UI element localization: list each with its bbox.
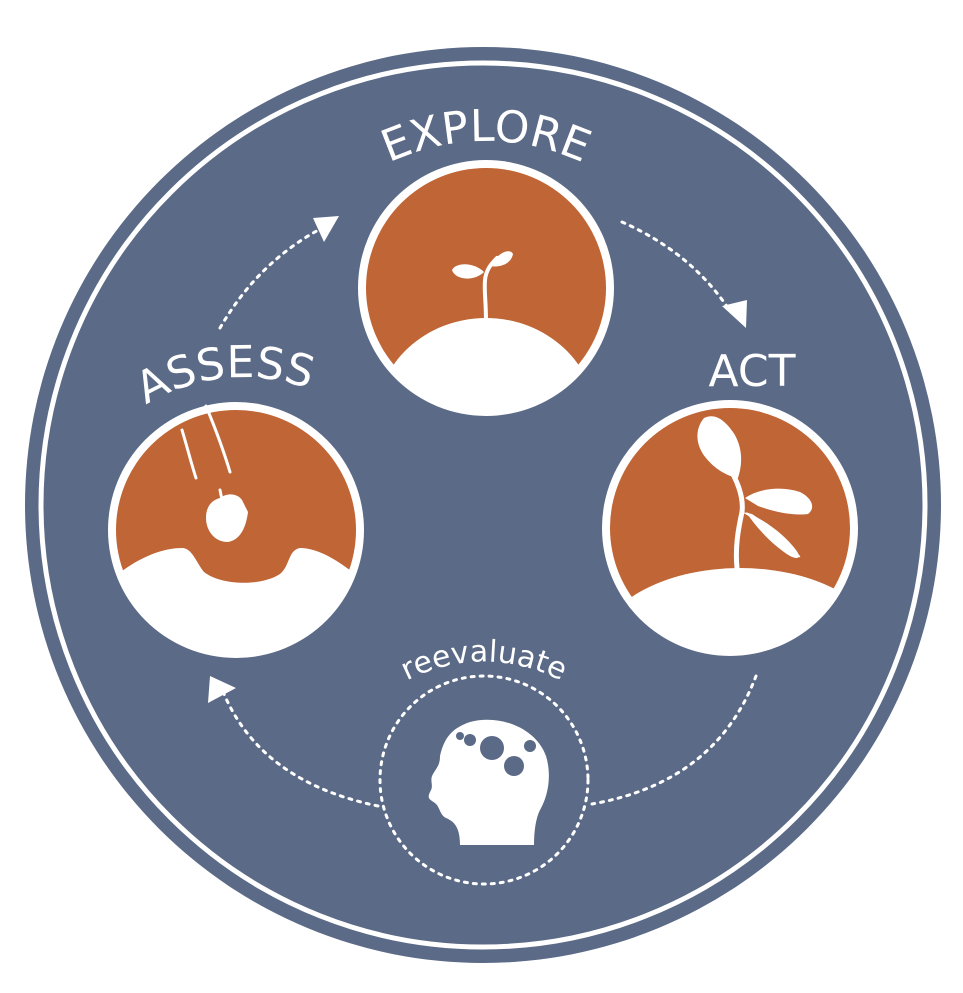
outer-ring: [38, 60, 928, 950]
arrowhead-assess: [208, 676, 236, 703]
stage-act: ACT: [602, 346, 858, 656]
stage-explore: EXPLORE: [358, 101, 614, 416]
arrow-explore-to-act: [620, 220, 730, 310]
sprout-icon: [452, 251, 513, 324]
arrow-act-to-reevaluate: [590, 674, 758, 806]
hill-act: [606, 568, 854, 652]
arrowhead-explore: [313, 216, 339, 242]
stage-label-act: ACT: [709, 346, 796, 397]
oak-sapling-icon: [697, 416, 813, 571]
arrowhead-act: [722, 300, 747, 328]
reevaluate-dotted-circle: [378, 674, 590, 886]
hill-explore: [376, 318, 596, 412]
outer-circle: [25, 47, 941, 963]
stage-assess: ASSESS: [108, 337, 364, 658]
cycle-arrows: [218, 220, 758, 808]
head-with-gears-icon: [428, 719, 549, 845]
falling-motion-lines: [180, 404, 232, 480]
acorn-icon: [206, 488, 248, 542]
arrow-reevaluate-to-assess: [222, 692, 380, 808]
arrow-assess-to-explore: [218, 226, 324, 330]
